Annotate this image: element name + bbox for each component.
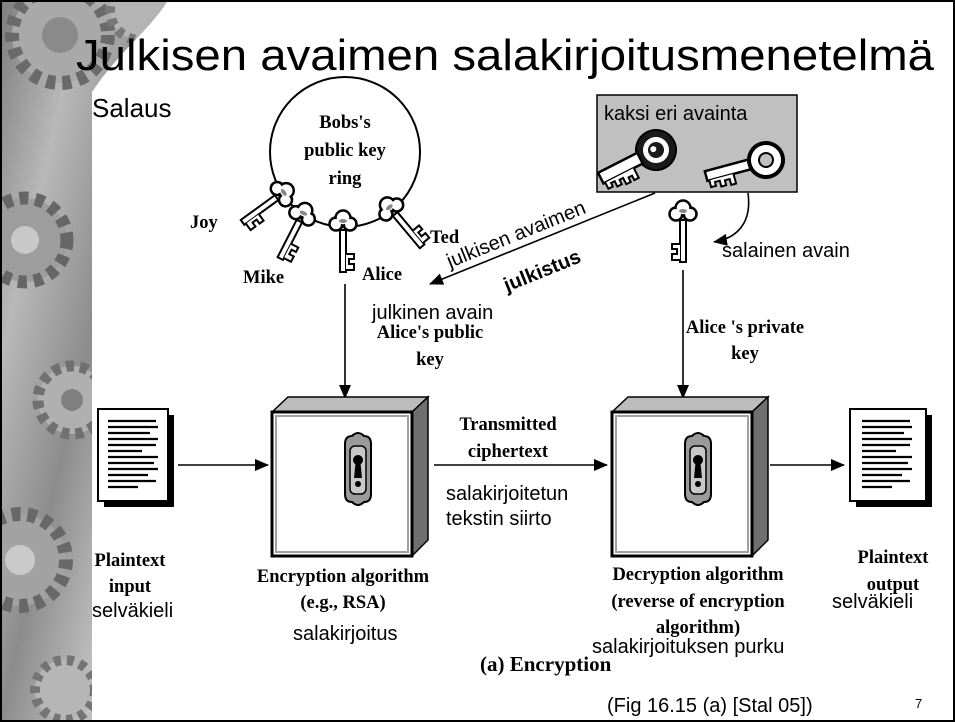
plaintext-output-label-fi: selväkieli: [832, 591, 913, 613]
public-key-label-en-line1: Alice's public: [377, 323, 483, 343]
key-pair-label: kaksi eri avainta: [604, 103, 748, 125]
key-ring-label-line2: public key: [304, 141, 386, 161]
key-ring-label-line3: ring: [329, 169, 363, 189]
private-key-icon: [703, 141, 785, 189]
private-key-label-en-line2: key: [731, 344, 760, 364]
plaintext-input-document-icon: [97, 408, 174, 507]
decryption-label-en-line2: (reverse of encryption: [611, 592, 785, 612]
gear-icon: [0, 191, 74, 289]
key-owner-ted: Ted: [430, 228, 460, 248]
transmission-label-en-line1: Transmitted: [459, 415, 557, 435]
joy-key-icon: [233, 174, 302, 235]
gear-icon: [30, 655, 100, 722]
figure-citation: (Fig 16.15 (a) [Stal 05]): [607, 695, 813, 717]
key-owner-alice: Alice: [362, 265, 402, 285]
private-key-arrow: [713, 192, 750, 246]
decryption-label-fi: salakirjoituksen purku: [592, 636, 784, 658]
plaintext-input-label-line1: Plaintext: [95, 551, 167, 571]
public-key-icon: [596, 129, 677, 191]
encryption-label-en-line1: Encryption algorithm: [257, 567, 430, 587]
gear-icon: [0, 507, 73, 613]
encryption-lock-icon: [344, 432, 372, 506]
plaintext-output-label-line1: Plaintext: [858, 548, 930, 568]
decryption-lock-icon: [684, 432, 712, 506]
gear-icon: [5, 0, 115, 90]
transmission-label-fi-line2: tekstin siirto: [446, 508, 552, 530]
decryption-label-en-line3: algorithm): [656, 618, 740, 638]
encryption-label-en-line2: (e.g., RSA): [300, 593, 385, 613]
mike-key-icon: [267, 196, 322, 266]
page-number: 7: [915, 696, 922, 711]
gear-icon: [32, 360, 112, 440]
transmission-label-en-line2: ciphertext: [468, 442, 549, 462]
key-pair-box: kaksi eri avainta: [596, 94, 798, 193]
alice-private-key-icon: [668, 199, 698, 264]
slide-title: Julkisen avaimen salakirjoitusmenetelmä: [76, 31, 935, 80]
plaintext-input-label-line2: input: [109, 577, 152, 597]
plaintext-output-label-line2: output: [867, 575, 920, 595]
publish-arrow: [429, 192, 656, 285]
public-key-label-fi: julkinen avain: [371, 302, 493, 324]
decryption-label-en-line1: Decryption algorithm: [612, 565, 784, 585]
public-key-ring: Bobs's public key ring Joy Mike Alice Te…: [190, 76, 460, 288]
plaintext-input-label-fi: selväkieli: [92, 600, 173, 622]
encryption-label-fi: salakirjoitus: [293, 623, 397, 645]
key-owner-joy: Joy: [190, 213, 219, 233]
ted-key-icon: [371, 189, 434, 257]
private-key-label-en-line1: Alice 's private: [686, 318, 804, 338]
figure-caption: (a) Encryption: [480, 652, 612, 676]
transmission-label-fi-line1: salakirjoitetun: [446, 483, 568, 505]
key-ring-label-line1: Bobs's: [319, 113, 370, 133]
section-label: Salaus: [92, 93, 172, 123]
publish-label-line2: julkistus: [500, 246, 584, 297]
key-owner-mike: Mike: [243, 268, 284, 288]
plaintext-output-document-icon: [849, 408, 932, 507]
public-key-label-en-line2: key: [416, 350, 445, 370]
alice-key-icon: [328, 209, 358, 274]
private-key-label-fi: salainen avain: [722, 240, 850, 262]
